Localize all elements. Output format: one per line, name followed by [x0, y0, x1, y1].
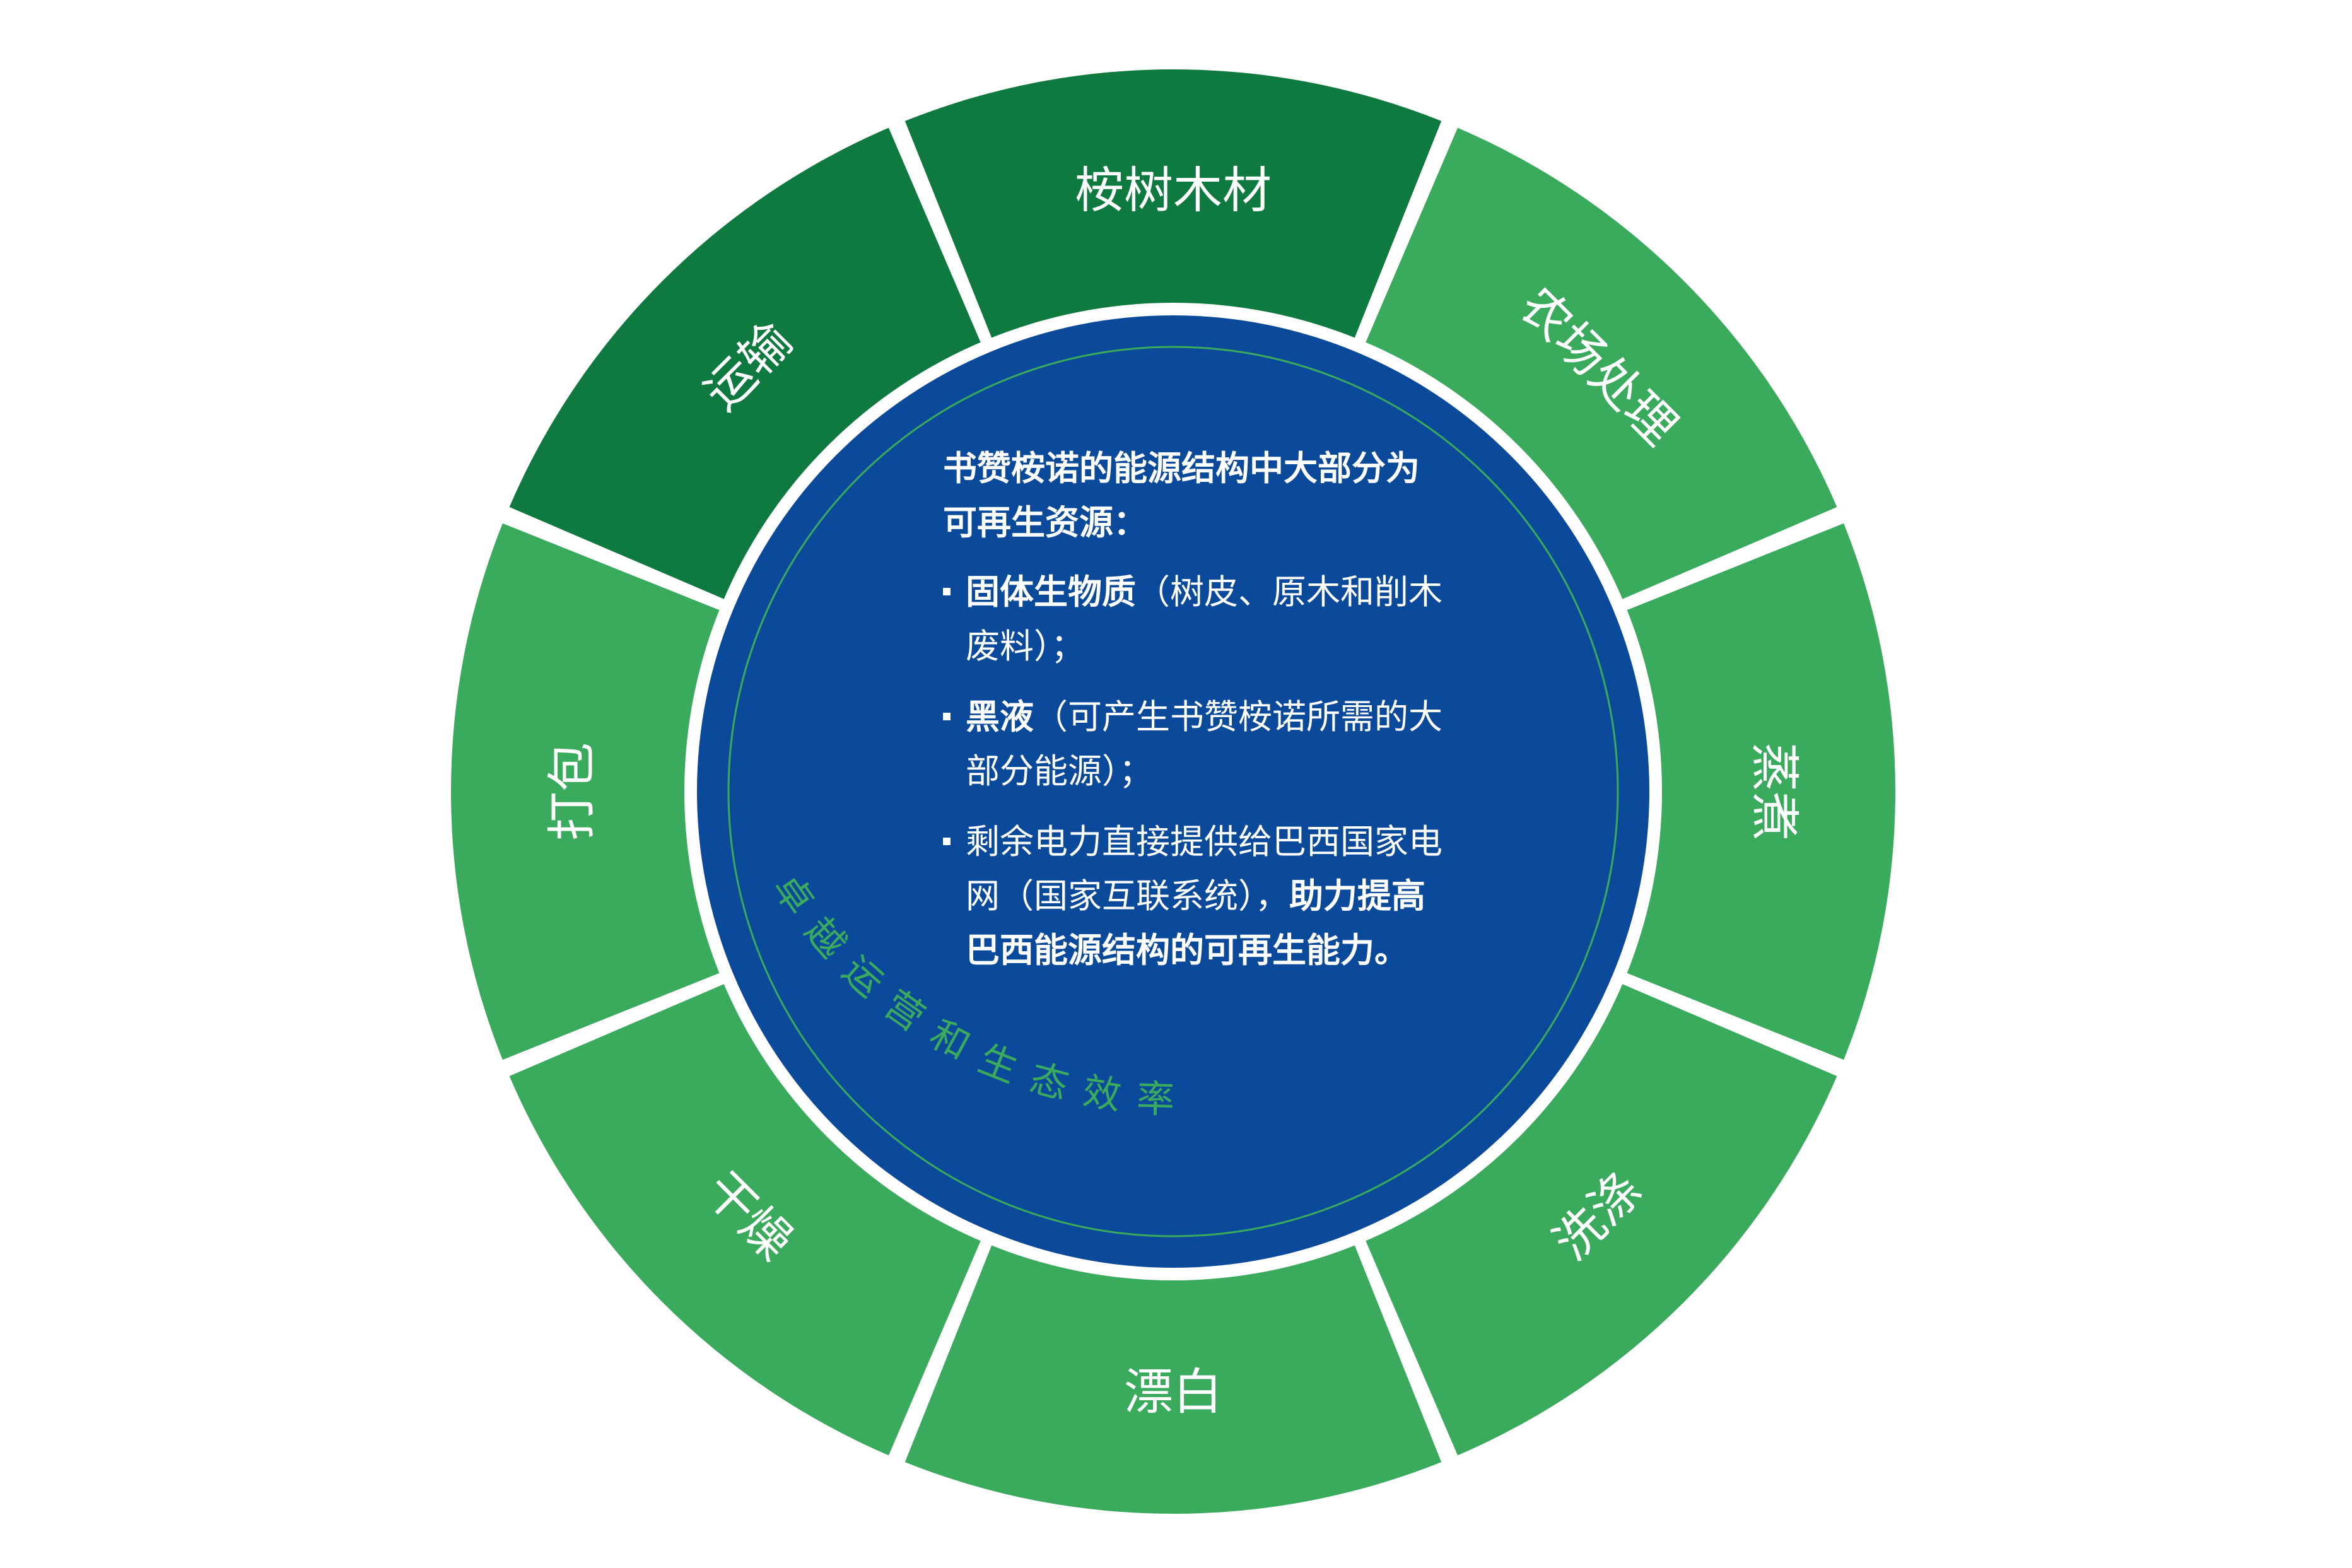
bullet-bold-text: 固体生物质 — [966, 572, 1136, 612]
bullet-bold-tail: 助力提高巴西能源结构的可再生能力。 — [966, 876, 1425, 970]
bullet-normal-text: （可产生书赞桉诺所需的大部分能源）； — [966, 697, 1442, 791]
cycle-segment — [904, 69, 1442, 347]
cycle-segment — [509, 127, 985, 603]
center-intro: 书赞桉诺的能源结构中大部分为可再生资源： — [943, 448, 1420, 542]
cycle-segment — [509, 980, 985, 1456]
bullet-normal-text: （树皮、原木和削木废料）； — [966, 572, 1442, 666]
bullet-black-liquor: 黑液（可产生书赞桉诺所需的大部分能源）； — [943, 690, 1448, 799]
cycle-segment — [1362, 127, 1837, 603]
center-blue-circle — [697, 315, 1649, 1268]
bullet-surplus-power: 剩余电力直接提供给巴西国家电网（国家互联系统），助力提高巴西能源结构的可再生能力… — [943, 815, 1448, 978]
center-thin-ring — [727, 346, 1619, 1237]
energy-bullet-list: 固体生物质（树皮、原木和削木废料）； 黑液（可产生书赞桉诺所需的大部分能源）； … — [943, 565, 1448, 978]
center-description: 书赞桉诺的能源结构中大部分为可再生资源： 固体生物质（树皮、原木和削木废料）； … — [943, 442, 1448, 994]
bullet-bold-text: 黑液 — [966, 697, 1034, 737]
cycle-segment — [1618, 523, 1895, 1060]
bullet-solid-biomass: 固体生物质（树皮、原木和削木废料）； — [943, 565, 1448, 674]
cycle-segment — [1362, 980, 1837, 1456]
cycle-segment — [450, 523, 728, 1060]
cycle-segment-label: 桉树木材 — [1075, 163, 1272, 219]
cycle-segment — [904, 1236, 1442, 1514]
bullet-normal-text: 剩余电力直接提供给巴西国家电网（国家互联系统）， — [966, 822, 1442, 916]
cycle-segment-label: 打包 — [544, 742, 601, 841]
cycle-segment-label: 漂白 — [1124, 1364, 1222, 1421]
cycle-segment-label: 蒸煮 — [1746, 742, 1803, 841]
